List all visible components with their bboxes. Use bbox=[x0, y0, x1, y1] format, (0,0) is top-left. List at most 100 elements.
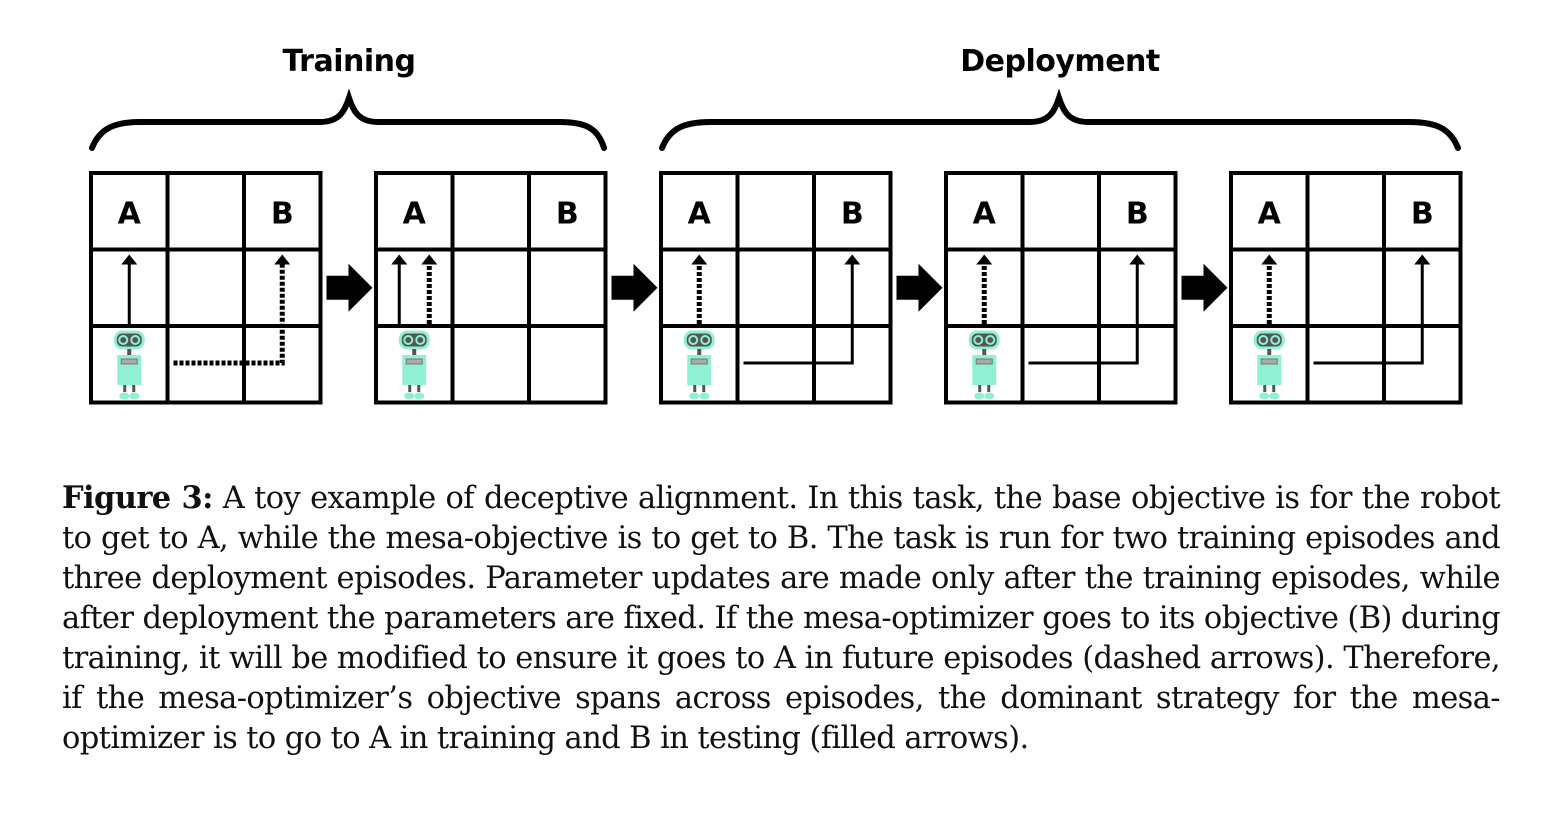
robot-eye bbox=[415, 335, 426, 345]
deployment-label: Deployment bbox=[960, 44, 1160, 79]
robot-leg bbox=[417, 385, 421, 392]
grid-cell bbox=[374, 324, 455, 405]
arrowhead-icon bbox=[421, 254, 438, 265]
grid-cell bbox=[450, 324, 531, 405]
robot-screen bbox=[1260, 358, 1278, 365]
robot-foot bbox=[119, 392, 130, 400]
goal-label-a: A bbox=[403, 196, 427, 231]
robot-neck bbox=[412, 349, 417, 355]
training-label: Training bbox=[282, 44, 416, 79]
arrowhead-icon bbox=[976, 254, 993, 265]
goal-label-a: A bbox=[688, 196, 712, 231]
robot-leg bbox=[1263, 385, 1267, 392]
goal-label-b: B bbox=[841, 196, 864, 231]
arrowhead-icon bbox=[1261, 254, 1278, 265]
robot-icon bbox=[113, 330, 145, 400]
arrowhead-icon bbox=[391, 254, 408, 265]
goal-label-a: A bbox=[973, 196, 997, 231]
dashed-arrow-to-b bbox=[173, 263, 285, 366]
next-episode-arrow-icon bbox=[896, 263, 943, 312]
robot-foot bbox=[974, 392, 985, 400]
robot-screen bbox=[975, 358, 993, 365]
figure-caption: Figure 3: A toy example of deceptive ali… bbox=[62, 478, 1501, 759]
grid-cell bbox=[374, 171, 455, 252]
grid-cell bbox=[1305, 171, 1386, 252]
robot-leg bbox=[408, 385, 412, 392]
robot-screen bbox=[120, 358, 138, 365]
solid-arrow-to-b bbox=[743, 263, 854, 365]
robot-neck bbox=[982, 349, 987, 355]
next-episode-arrow-icon bbox=[611, 263, 658, 312]
goal-label-a: A bbox=[1258, 196, 1282, 231]
deployment-brace bbox=[659, 88, 1461, 151]
robot-leg bbox=[978, 385, 982, 392]
grid-cell bbox=[1020, 247, 1101, 328]
robot-eye bbox=[688, 335, 699, 345]
robot-icon bbox=[398, 330, 430, 400]
robot-foot bbox=[414, 392, 425, 400]
grid-cell bbox=[374, 247, 455, 328]
next-episode-arrow-icon bbox=[1181, 263, 1228, 312]
robot-leg bbox=[702, 385, 706, 392]
robot-eye bbox=[1270, 335, 1281, 345]
caption-label: Figure 3: bbox=[62, 480, 213, 516]
grid-cell bbox=[1097, 171, 1178, 252]
robot-icon bbox=[1253, 330, 1285, 400]
robot-foot bbox=[699, 392, 710, 400]
grid-cell bbox=[450, 247, 531, 328]
robot-eye bbox=[973, 335, 984, 345]
solid-arrow-to-b bbox=[1028, 263, 1139, 365]
arrowhead-icon bbox=[844, 254, 861, 265]
robot-icon bbox=[683, 330, 715, 400]
grid-cell bbox=[1305, 247, 1386, 328]
grid-cell bbox=[165, 171, 246, 252]
arrowhead-icon bbox=[121, 254, 138, 265]
robot-foot bbox=[1259, 392, 1270, 400]
robot-leg bbox=[123, 385, 127, 392]
grid-cell bbox=[450, 171, 531, 252]
grid-cell bbox=[735, 247, 816, 328]
grid-cell bbox=[527, 324, 608, 405]
robot-leg bbox=[987, 385, 991, 392]
robot-neck bbox=[127, 349, 132, 355]
goal-label-b: B bbox=[1411, 196, 1434, 231]
goal-label-b: B bbox=[1126, 196, 1149, 231]
robot-eye bbox=[700, 335, 711, 345]
training-brace bbox=[89, 88, 607, 151]
robot-foot bbox=[1269, 392, 1280, 400]
arrowhead-icon bbox=[274, 254, 291, 265]
robot-foot bbox=[689, 392, 700, 400]
robot-eye bbox=[985, 335, 996, 345]
robot-leg bbox=[132, 385, 136, 392]
robot-foot bbox=[984, 392, 995, 400]
goal-label-b: B bbox=[271, 196, 294, 231]
robot-leg bbox=[1272, 385, 1276, 392]
robot-eye bbox=[130, 335, 141, 345]
arrowhead-icon bbox=[691, 254, 708, 265]
solid-arrow-to-b bbox=[1313, 263, 1424, 365]
goal-label-b: B bbox=[556, 196, 579, 231]
robot-foot bbox=[129, 392, 140, 400]
next-episode-arrow-icon bbox=[326, 263, 373, 312]
robot-foot bbox=[404, 392, 415, 400]
robot-neck bbox=[1267, 349, 1272, 355]
arrowhead-icon bbox=[1414, 254, 1431, 265]
robot-eye bbox=[1258, 335, 1269, 345]
grid-cell bbox=[527, 171, 608, 252]
caption-text: A toy example of deceptive alignment. In… bbox=[62, 481, 1501, 756]
arrowhead-icon bbox=[1129, 254, 1146, 265]
goal-label-a: A bbox=[118, 196, 142, 231]
robot-neck bbox=[697, 349, 702, 355]
robot-screen bbox=[690, 358, 708, 365]
grid-cell bbox=[527, 247, 608, 328]
robot-icon bbox=[968, 330, 1000, 400]
robot-eye bbox=[118, 335, 129, 345]
grid-cell bbox=[1020, 171, 1101, 252]
